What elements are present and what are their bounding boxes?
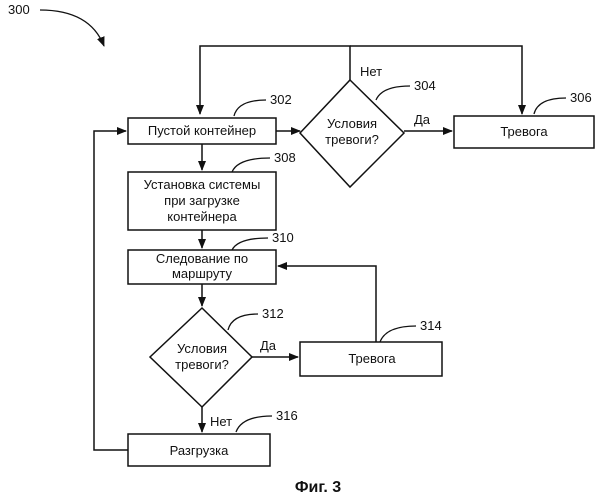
edge-label-top-yes: Да <box>414 112 431 127</box>
node-alarm-top-label: Тревога <box>500 124 548 139</box>
node-alarm-bottom: Тревога <box>300 342 442 376</box>
node-unloading-label: Разгрузка <box>170 443 230 458</box>
leader-314 <box>380 326 416 342</box>
node-alarm-condition-bottom-line1: Условия <box>177 341 227 356</box>
node-route-following-line1: Следование по <box>156 251 248 266</box>
ref-308: 308 <box>274 150 296 165</box>
node-alarm-top: Тревога <box>454 116 594 148</box>
node-alarm-condition-top-line1: Условия <box>327 116 377 131</box>
ref-302: 302 <box>270 92 292 107</box>
node-empty-container-label: Пустой контейнер <box>148 123 256 138</box>
ref-306: 306 <box>570 90 592 105</box>
edge-316-to-302 <box>94 131 128 450</box>
leader-310 <box>232 238 268 250</box>
node-route-following-line2: маршруту <box>172 266 233 281</box>
node-route-following: Следование по маршруту <box>128 250 276 284</box>
leader-312 <box>228 314 258 330</box>
node-system-setup-line3: контейнера <box>167 209 237 224</box>
leader-306 <box>534 98 566 114</box>
node-alarm-condition-bottom: Условия тревоги? <box>150 308 252 407</box>
node-system-setup-line2: при загрузке <box>164 193 240 208</box>
node-alarm-condition-top: Условия тревоги? <box>300 80 404 187</box>
figure-caption: Фиг. 3 <box>295 479 341 496</box>
node-empty-container: Пустой контейнер <box>128 118 276 144</box>
loop-line-alarm-top <box>350 46 522 114</box>
ref-314: 314 <box>420 318 442 333</box>
ref-304: 304 <box>414 78 436 93</box>
node-alarm-condition-bottom-line2: тревоги? <box>175 357 229 372</box>
edge-label-bottom-yes: Да <box>260 338 277 353</box>
figure-number-arrow <box>40 10 104 46</box>
node-system-setup: Установка системы при загрузке контейнер… <box>128 172 276 230</box>
ref-316: 316 <box>276 408 298 423</box>
ref-310: 310 <box>272 230 294 245</box>
edge-label-bottom-no: Нет <box>210 414 232 429</box>
ref-312: 312 <box>262 306 284 321</box>
leader-316 <box>236 416 272 432</box>
node-system-setup-line1: Установка системы <box>144 177 261 192</box>
leader-308 <box>232 158 270 172</box>
edge-314-to-310 <box>278 266 376 344</box>
figure-number-label: 300 <box>8 2 30 17</box>
node-alarm-bottom-label: Тревога <box>348 351 396 366</box>
leader-304 <box>376 86 410 100</box>
node-alarm-condition-top-line2: тревоги? <box>325 132 379 147</box>
leader-302 <box>234 100 266 116</box>
node-unloading: Разгрузка <box>128 434 270 466</box>
edge-label-top-no: Нет <box>360 64 382 79</box>
